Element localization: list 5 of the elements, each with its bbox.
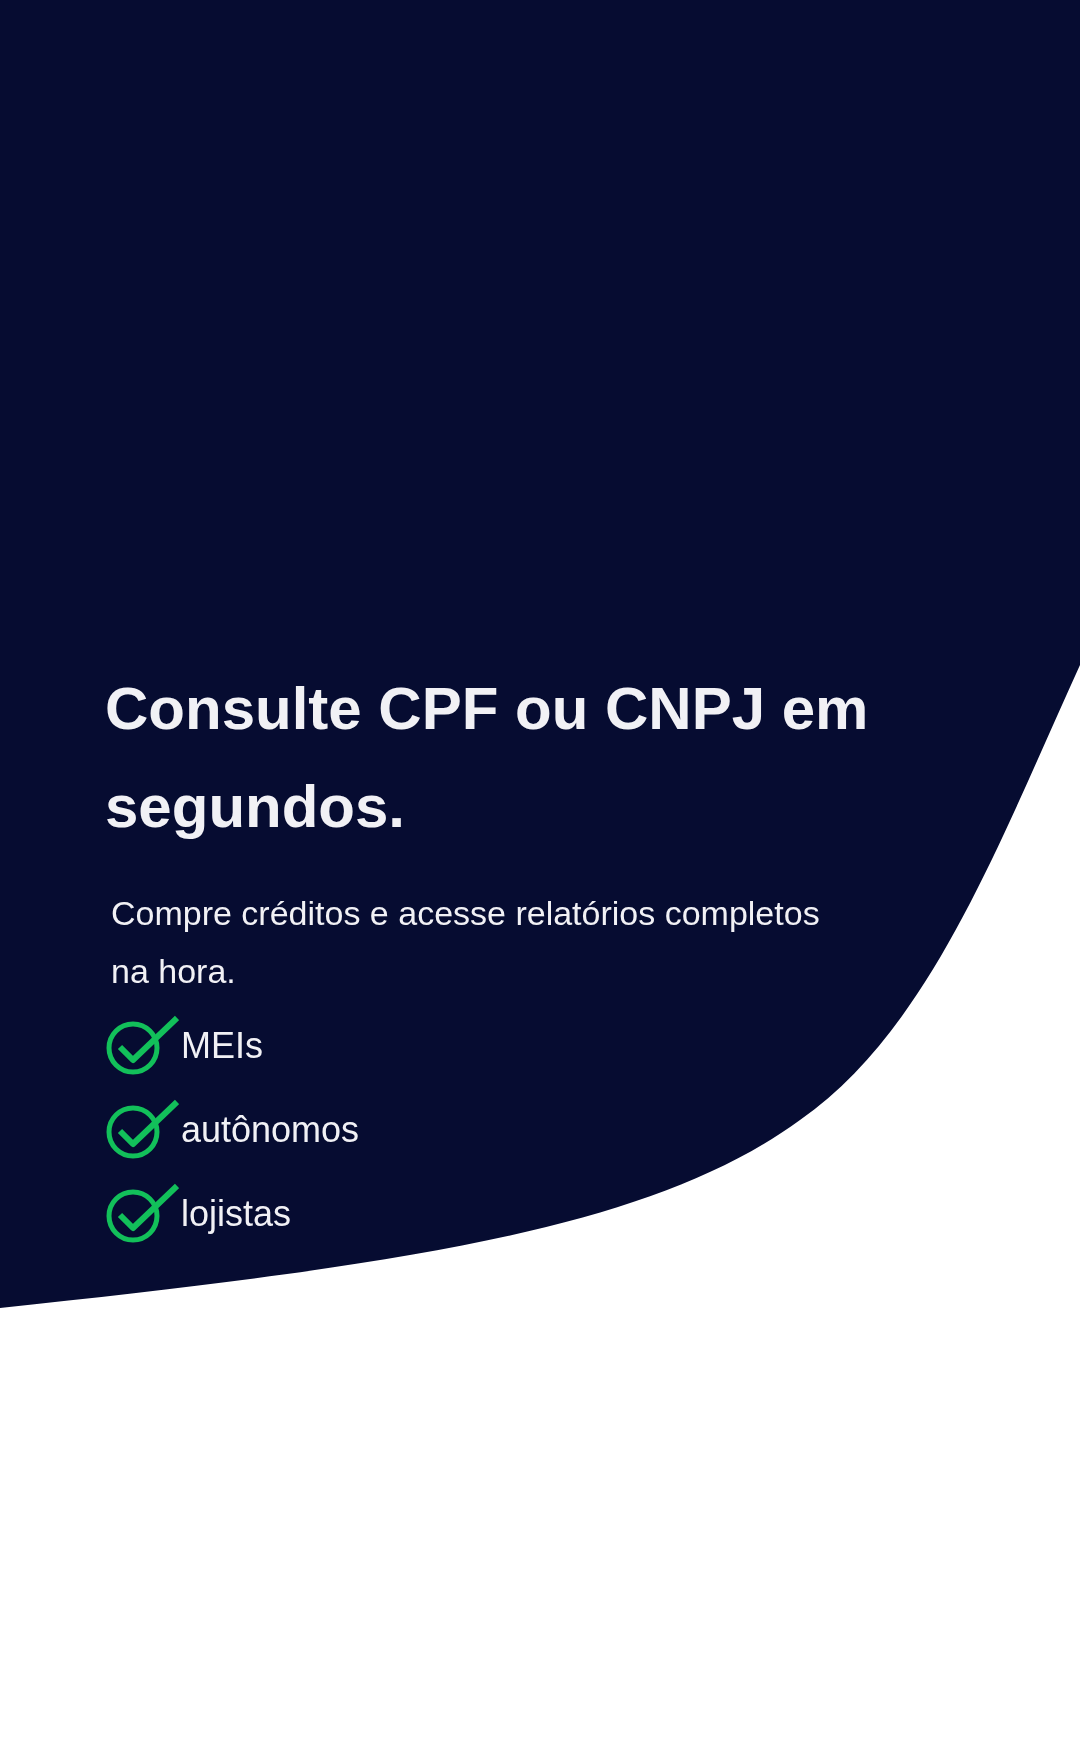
list-item: MEIs — [181, 1024, 263, 1068]
subtitle: Compre créditos e acesse relatórios completos na hora. — [111, 893, 821, 992]
headline: Consulte CPF ou CNPJ em segundos. — [105, 674, 870, 842]
list-item: lojistas — [181, 1192, 292, 1236]
list-item: autônomos — [181, 1108, 360, 1152]
